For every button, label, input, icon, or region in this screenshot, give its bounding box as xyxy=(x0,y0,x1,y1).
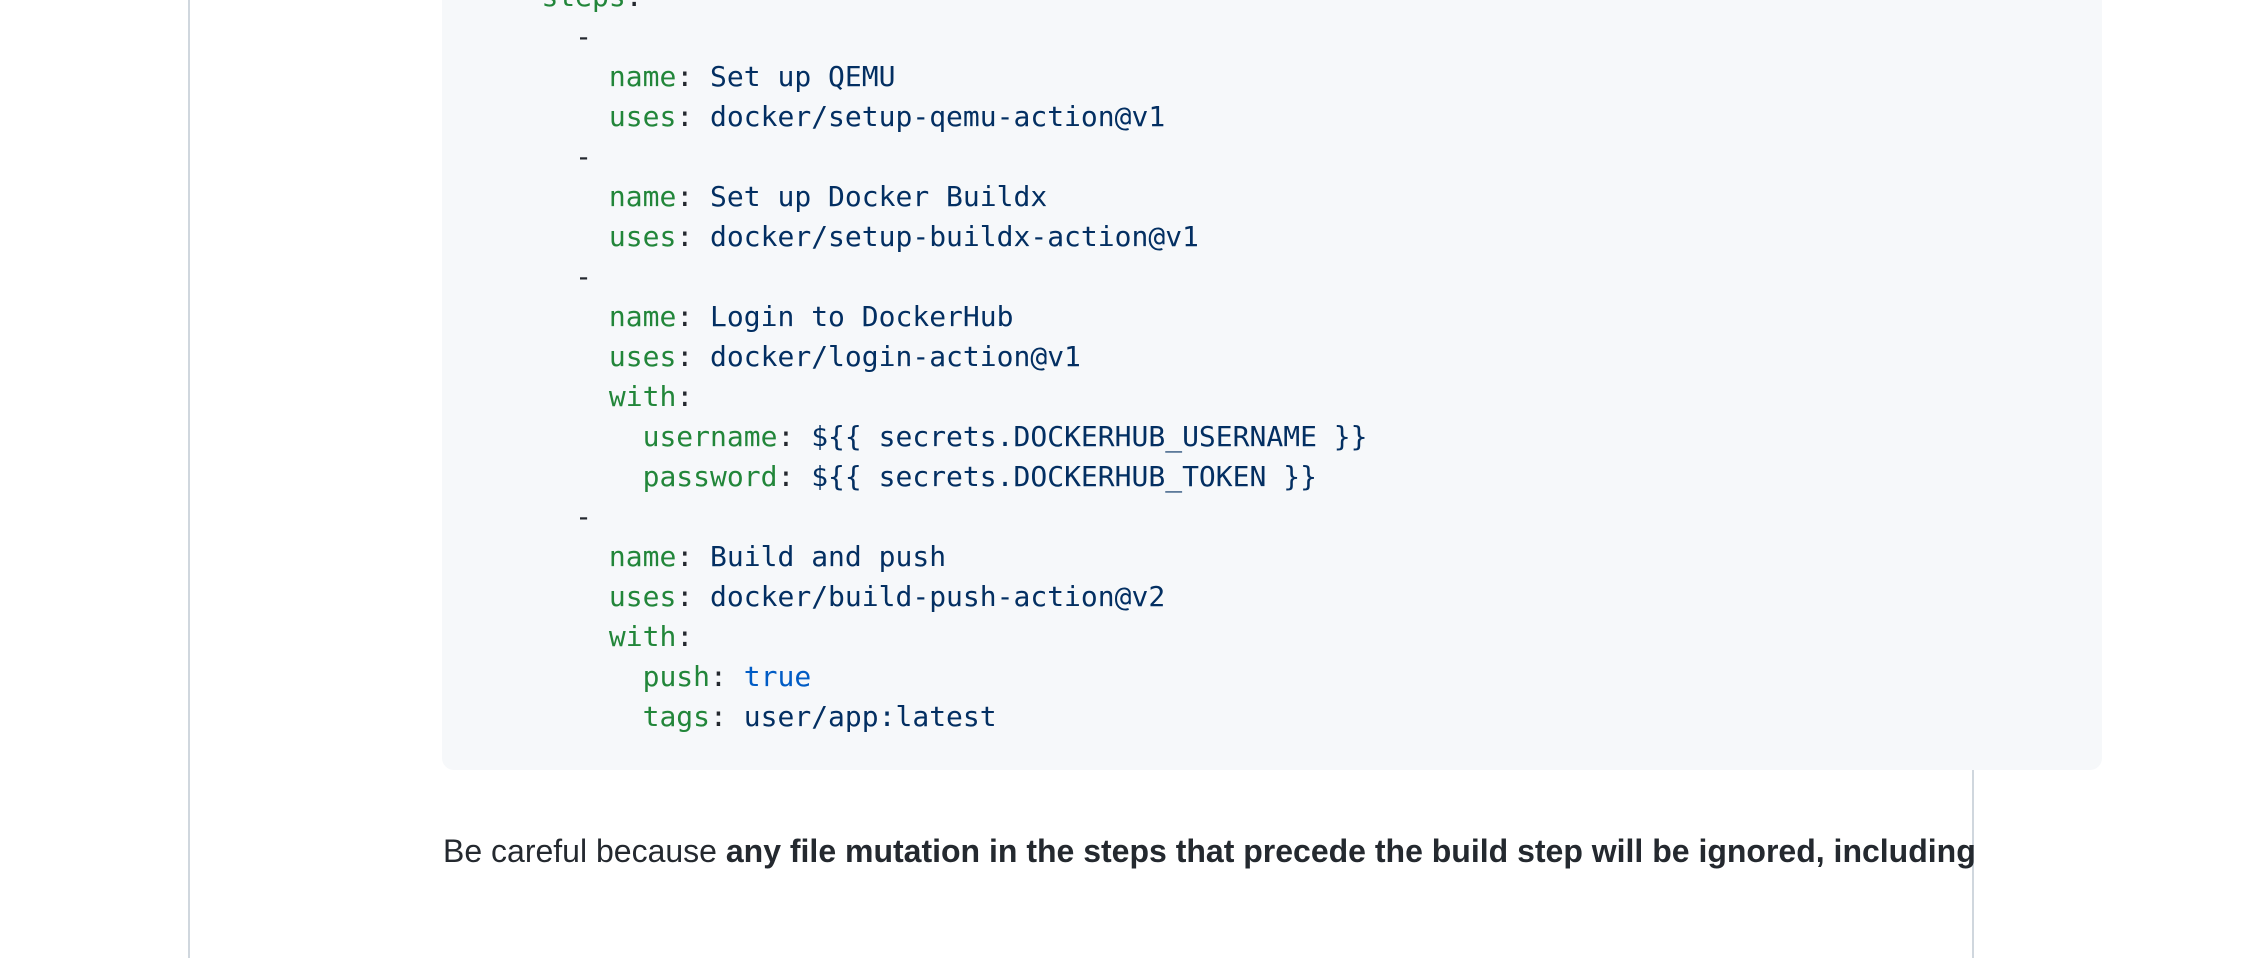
code-token xyxy=(474,702,643,734)
code-line: push: true xyxy=(474,658,2069,698)
code-line: uses: docker/login-action@v1 xyxy=(474,338,2069,378)
code-token: - xyxy=(474,502,593,534)
code-token xyxy=(474,382,609,414)
code-token xyxy=(474,542,609,574)
code-token: Set up Docker Buildx xyxy=(693,182,1048,214)
code-line: uses: docker/build-push-action@v2 xyxy=(474,578,2069,618)
code-token: : xyxy=(676,582,694,614)
code-line: - xyxy=(474,258,2069,298)
code-token: : xyxy=(626,0,643,14)
code-token: - xyxy=(474,262,593,294)
readme-container: jobs: docker: runs-on: ubuntu-latest ste… xyxy=(187,0,2101,958)
code-line: name: Login to DockerHub xyxy=(474,298,2069,338)
code-token: tags xyxy=(642,702,711,734)
code-token: uses xyxy=(608,582,677,614)
code-token: docker/setup-buildx-action@v1 xyxy=(693,222,1199,254)
code-token: Build and push xyxy=(693,542,947,574)
code-line: uses: docker/setup-qemu-action@v1 xyxy=(474,98,2069,138)
code-token: password xyxy=(642,462,778,494)
code-token: username xyxy=(642,422,778,454)
code-token: with xyxy=(608,622,677,654)
code-line: password: ${{ secrets.DOCKERHUB_TOKEN }} xyxy=(474,458,2069,498)
code-token: : xyxy=(676,622,694,654)
code-token: name xyxy=(608,542,677,574)
code-token: : xyxy=(710,662,727,694)
code-token: Login to DockerHub xyxy=(693,302,1014,334)
code-token xyxy=(474,342,609,374)
code-token xyxy=(474,622,609,654)
code-token xyxy=(474,0,541,14)
code-token: steps xyxy=(541,0,625,14)
paragraph: Be careful because any file mutation in … xyxy=(443,830,2103,878)
yaml-code-block: jobs: docker: runs-on: ubuntu-latest ste… xyxy=(442,0,2101,770)
code-token xyxy=(474,62,609,94)
code-line: steps: xyxy=(474,0,2069,18)
code-token: : xyxy=(676,302,694,334)
code-token xyxy=(474,582,609,614)
code-token: : xyxy=(676,342,694,374)
code-token: : xyxy=(676,222,694,254)
code-token: : xyxy=(710,702,727,734)
code-token: uses xyxy=(608,342,677,374)
code-token xyxy=(474,182,609,214)
code-token: : xyxy=(676,182,694,214)
code-line: name: Set up QEMU xyxy=(474,58,2069,98)
code-token: ${{ secrets.DOCKERHUB_USERNAME }} xyxy=(794,422,1368,454)
code-token: : xyxy=(676,542,694,574)
code-token: : xyxy=(777,462,795,494)
code-line: with: xyxy=(474,378,2069,418)
code-token: - xyxy=(474,142,593,174)
code-line: with: xyxy=(474,618,2069,658)
code-token: true xyxy=(726,662,812,694)
code-token xyxy=(474,662,643,694)
code-token: : xyxy=(676,62,694,94)
code-token: push xyxy=(642,662,711,694)
code-token: docker/build-push-action@v2 xyxy=(693,582,1166,614)
code-line: name: Set up Docker Buildx xyxy=(474,178,2069,218)
code-line: - xyxy=(474,18,2069,58)
paragraph-bold-text: any file mutation in the steps that prec… xyxy=(725,836,1976,870)
code-line: - xyxy=(474,498,2069,538)
yaml-code-content: jobs: docker: runs-on: ubuntu-latest ste… xyxy=(474,0,2069,738)
paragraph-text: Be careful because xyxy=(443,836,726,870)
code-token xyxy=(474,422,643,454)
code-line: name: Build and push xyxy=(474,538,2069,578)
code-token: user/app:latest xyxy=(726,702,997,734)
code-token xyxy=(474,222,609,254)
code-line: uses: docker/setup-buildx-action@v1 xyxy=(474,218,2069,258)
code-line: username: ${{ secrets.DOCKERHUB_USERNAME… xyxy=(474,418,2069,458)
code-token xyxy=(474,102,609,134)
code-line: tags: user/app:latest xyxy=(474,698,2069,738)
code-token xyxy=(474,302,609,334)
code-token: name xyxy=(608,62,677,94)
code-token xyxy=(474,462,643,494)
code-token: uses xyxy=(608,222,677,254)
code-token: docker/setup-qemu-action@v1 xyxy=(693,102,1166,134)
code-token: Set up QEMU xyxy=(693,62,896,94)
code-token: ${{ secrets.DOCKERHUB_TOKEN }} xyxy=(794,462,1317,494)
code-token: : xyxy=(777,422,795,454)
code-token: uses xyxy=(608,102,677,134)
code-token: with xyxy=(608,382,677,414)
code-token: : xyxy=(676,382,694,414)
code-token: : xyxy=(676,102,694,134)
code-token: name xyxy=(608,302,677,334)
code-token: - xyxy=(474,22,593,54)
code-root: jobs: docker: runs-on: ubuntu-latest ste… xyxy=(474,0,2069,738)
code-line: - xyxy=(474,138,2069,178)
code-token: docker/login-action@v1 xyxy=(693,342,1081,374)
code-token: name xyxy=(608,182,677,214)
